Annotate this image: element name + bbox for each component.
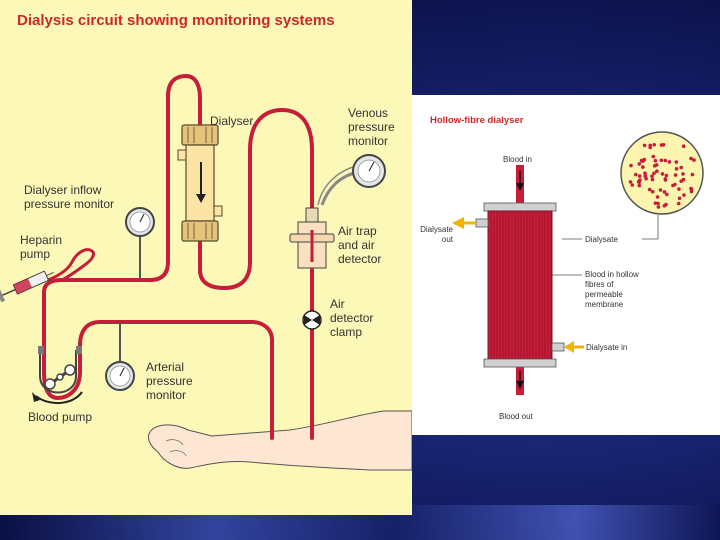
fibre-dot: [681, 172, 685, 176]
label-dialyser-inflow-pressure-monitor: Dialyser inflow pressure monitor: [24, 183, 115, 211]
fibre-cross-section: [620, 131, 704, 215]
fibre-dot: [677, 187, 681, 191]
fibre-dot: [658, 188, 663, 192]
fibre-dot: [656, 201, 660, 206]
dialysate-in-arrow: [564, 341, 584, 353]
air-trap: [289, 207, 335, 269]
fibre-dot: [689, 156, 693, 161]
blood-tubing: [42, 74, 314, 440]
fibre-dot: [641, 165, 645, 169]
label-dialysate: Dialysate: [585, 235, 618, 244]
fibre-dot: [655, 169, 659, 173]
blood-pump: [32, 346, 83, 404]
fibre-dot: [662, 190, 667, 194]
fibre-dot: [638, 178, 642, 182]
arterial-pressure-gauge: [105, 361, 135, 391]
fibre-dot: [652, 164, 657, 168]
fibre-dot: [643, 171, 647, 175]
label-air-trap-detector: Air trap and air detector: [338, 224, 382, 266]
fibre-dot: [679, 165, 683, 170]
fibre-dot: [637, 183, 642, 188]
fibre-dot: [674, 167, 679, 171]
fibre-dot: [664, 202, 668, 207]
fibre-dot: [650, 174, 654, 178]
fibre-dot: [692, 158, 696, 162]
fibre-dot: [665, 192, 669, 197]
label-dialyser: Dialyser: [210, 114, 254, 128]
fibre-dot: [647, 187, 652, 192]
label-dialysate-out: Dialysate out: [420, 225, 453, 244]
fibre-dot: [650, 189, 655, 194]
heparin-syringe: [0, 270, 54, 303]
fibre-dot: [656, 205, 661, 209]
circuit-illustration: [0, 74, 412, 471]
label-blood-in: Blood in: [503, 155, 532, 164]
label-dialysate-in: Dialysate in: [586, 343, 628, 352]
fibre-dot: [652, 171, 656, 176]
hollow-fibre-title: Hollow-fibre dialyser: [430, 115, 524, 126]
label-venous-pressure-monitor: Venous pressure monitor: [348, 106, 395, 148]
label-arterial-pressure-monitor: Arterial pressure monitor: [146, 360, 193, 402]
fibre-dot: [673, 173, 678, 177]
fibre-dot: [667, 160, 672, 164]
dialyser-cartridge: [177, 124, 223, 242]
fibre-dot: [659, 158, 664, 163]
dialysis-circuit-panel: Dialysis circuit showing monitoring syst…: [0, 0, 412, 515]
fibre-dot: [674, 160, 679, 164]
fibre-dot: [653, 201, 658, 205]
label-blood-in-hollow-fibres: Blood in hollow fibres of permeable memb…: [585, 270, 639, 309]
label-blood-pump: Blood pump: [28, 410, 93, 424]
fibre-dot: [643, 174, 648, 178]
fibre-dot: [628, 180, 633, 184]
label-air-detector-clamp: Air detector clamp: [330, 297, 374, 339]
fibre-dot: [642, 143, 647, 148]
fibre-dot: [629, 163, 633, 168]
fibre-dot: [676, 201, 681, 206]
label-blood-out: Blood out: [499, 412, 533, 421]
fibre-dot: [679, 179, 683, 183]
fibre-dot: [663, 177, 668, 181]
fibre-dot: [681, 144, 686, 148]
inflow-pressure-gauge: [125, 207, 155, 237]
label-heparin-pump: Heparin pump: [20, 233, 63, 261]
dialysate-out-arrow: [452, 217, 476, 229]
fibre-dot: [653, 158, 658, 163]
fibre-dot: [634, 172, 638, 177]
fibre-dot: [650, 177, 655, 182]
fibre-dot: [651, 154, 656, 159]
fibre-dot: [659, 143, 664, 147]
patient-arm: [147, 410, 412, 471]
fibre-dot: [637, 162, 642, 166]
fibre-dot: [652, 143, 656, 147]
fibre-dot: [664, 173, 669, 178]
fibre-dot: [671, 183, 675, 188]
fibre-dot: [677, 196, 682, 201]
fibre-dot: [630, 183, 635, 187]
fibre-dot: [639, 158, 644, 163]
venous-pressure-gauge: [352, 154, 386, 188]
hollow-fibre-panel: Hollow-fibre dialyser: [412, 95, 720, 435]
fibre-dot: [648, 143, 652, 148]
hollow-fibre-cartridge: [475, 202, 565, 368]
fibre-dot: [663, 158, 668, 163]
fibre-dot: [690, 172, 695, 177]
circuit-title: Dialysis circuit showing monitoring syst…: [17, 12, 335, 29]
fibre-dot: [682, 193, 686, 197]
air-detector-clamp: [302, 310, 322, 330]
fibre-dot: [660, 172, 665, 176]
fibre-dot: [655, 195, 660, 199]
fibre-dot: [637, 174, 642, 178]
hollow-fibre-illustration: [452, 131, 704, 395]
fibre-dot: [689, 189, 694, 194]
